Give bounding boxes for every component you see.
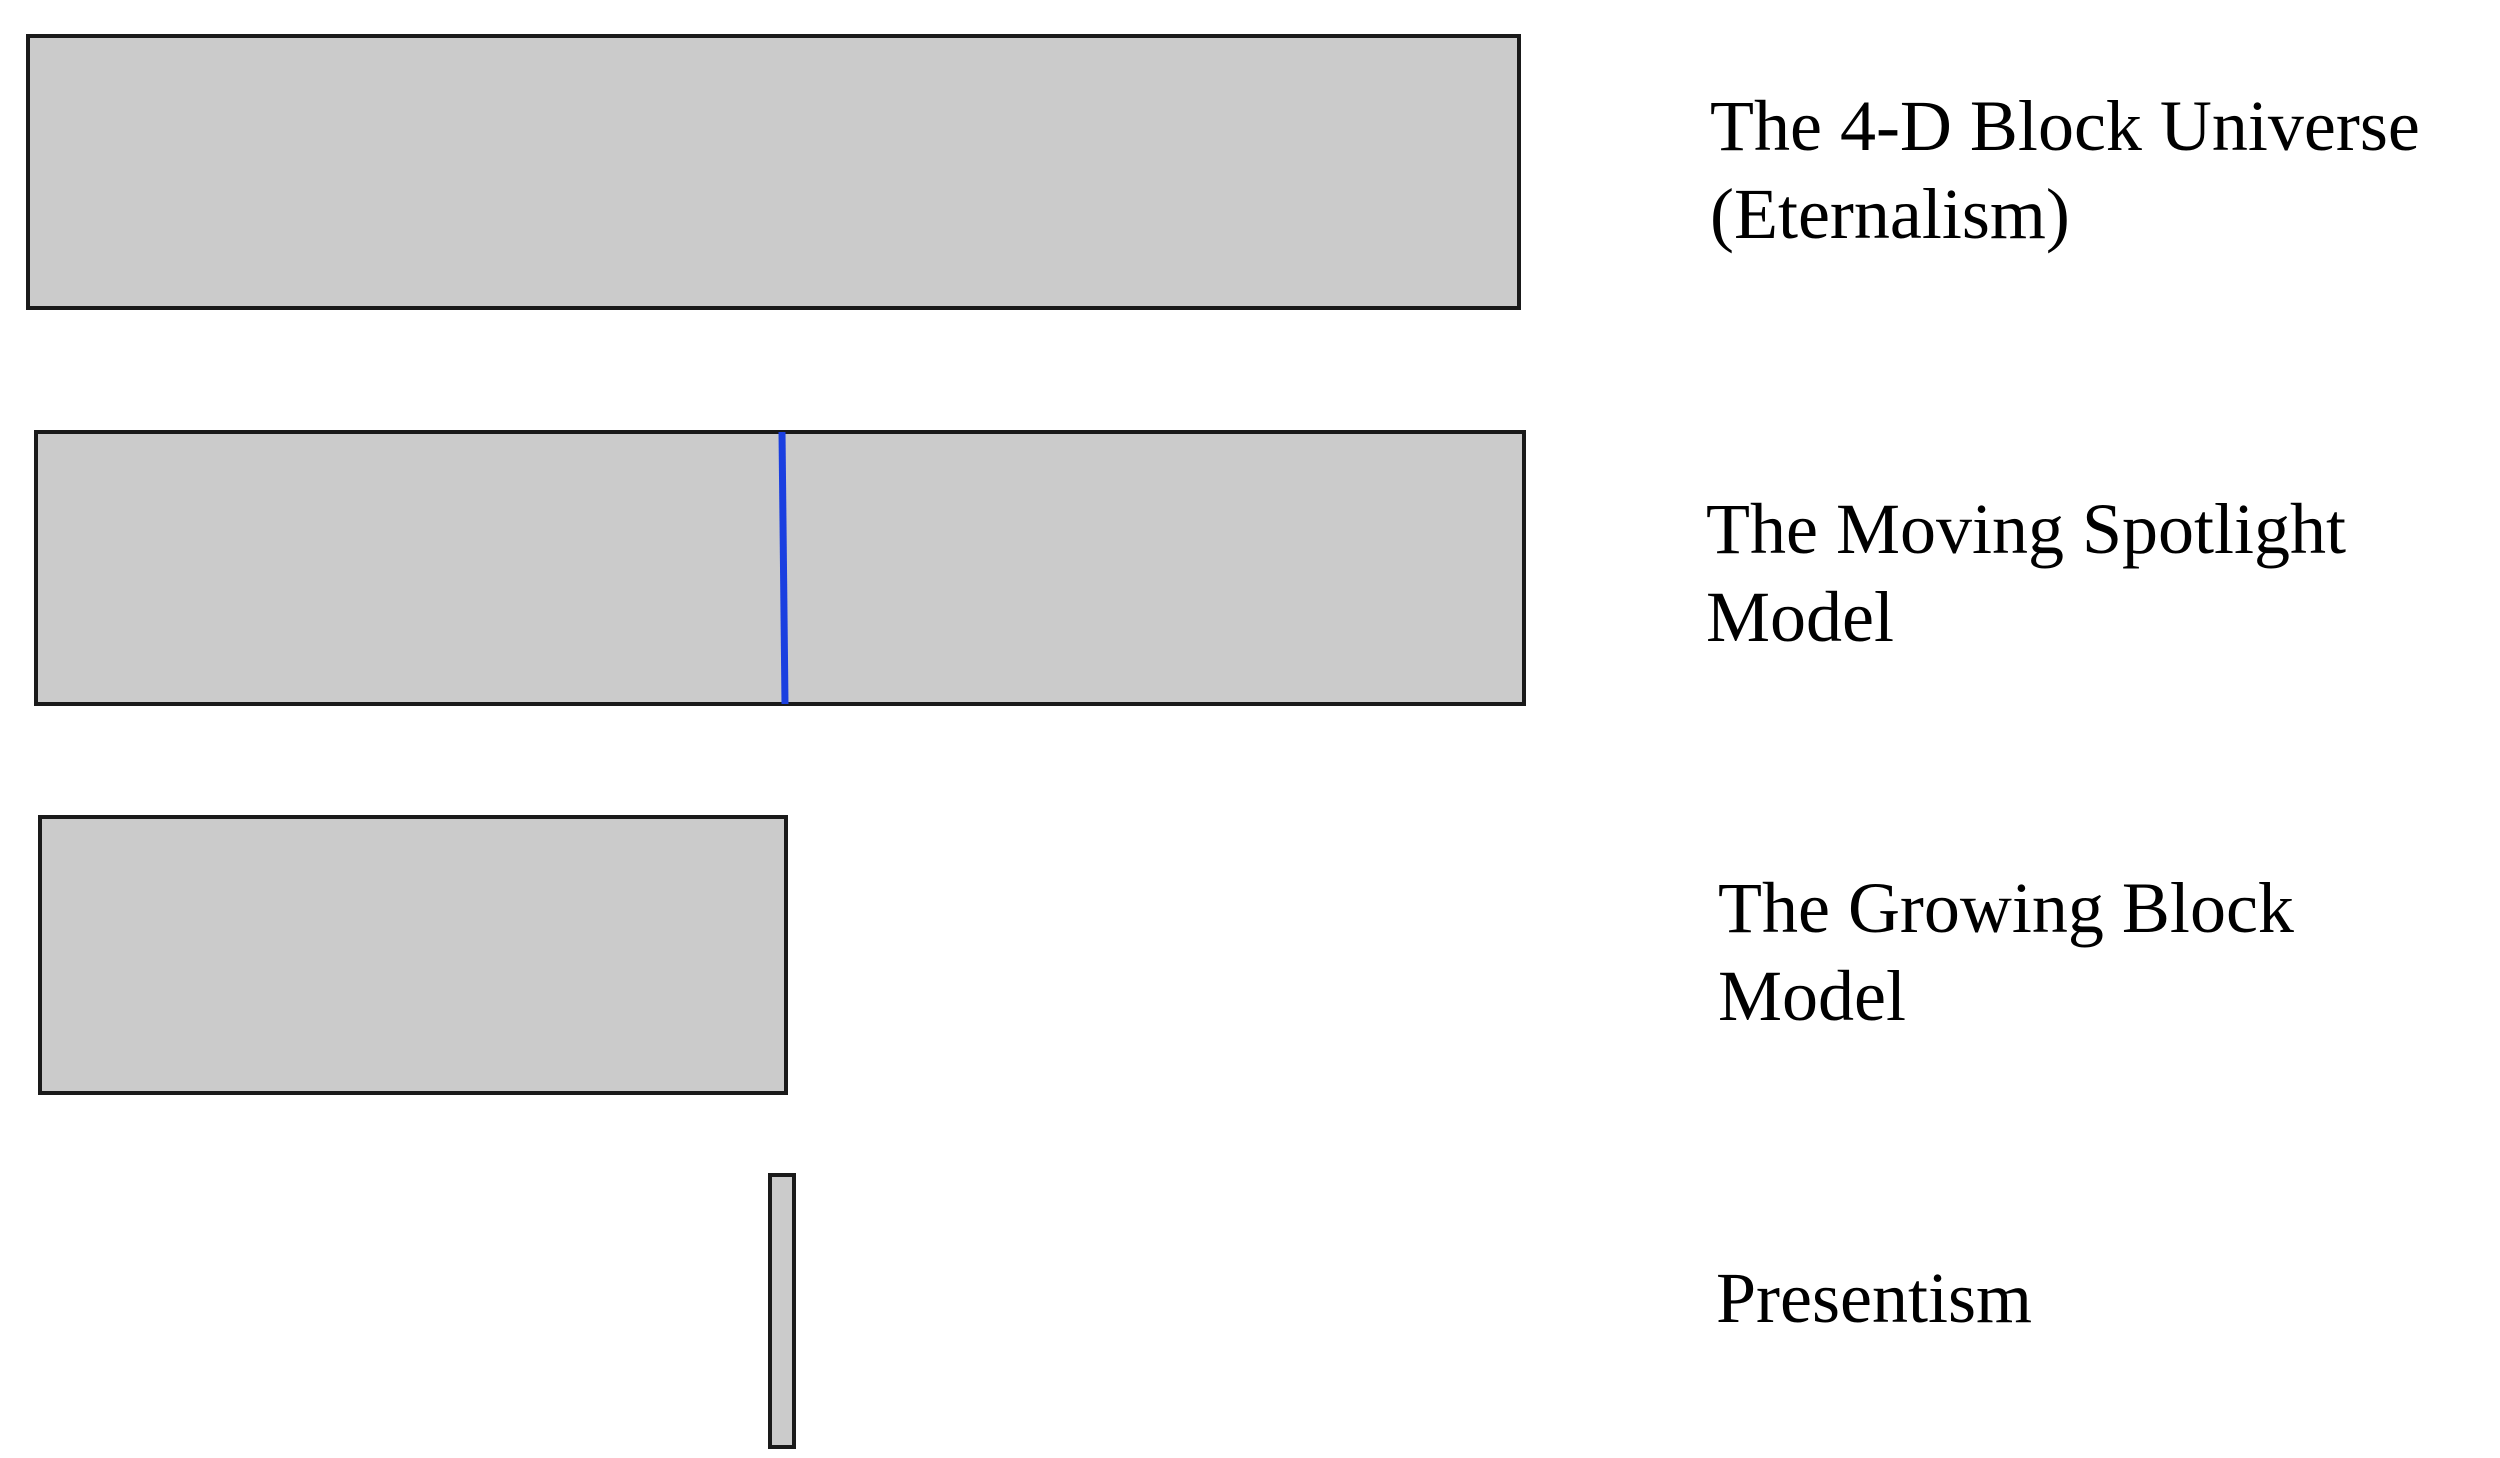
moving-spotlight-label-line-1: The Moving Spotlight (1706, 489, 2347, 569)
eternalism-label-line-2: (Eternalism) (1710, 174, 2070, 254)
growing-block-label-line-1: The Growing Block (1718, 868, 2294, 948)
presentism-label: Presentism (1716, 1254, 2032, 1342)
eternalism-label-line-1: The 4-D Block Universe (1710, 86, 2420, 166)
spotlight-line (778, 432, 789, 704)
presentism-label-line-1: Presentism (1716, 1258, 2032, 1338)
growing-block-label: The Growing Block Model (1718, 864, 2294, 1040)
presentism-slice (768, 1173, 796, 1449)
eternalism-block (26, 34, 1521, 310)
growing-block-label-line-2: Model (1718, 956, 1906, 1036)
moving-spotlight-label-line-2: Model (1706, 577, 1894, 657)
spotlight-present-marker (778, 432, 789, 704)
growing-block-block (38, 815, 788, 1095)
eternalism-label: The 4-D Block Universe (Eternalism) (1710, 82, 2420, 258)
moving-spotlight-label: The Moving Spotlight Model (1706, 485, 2346, 661)
